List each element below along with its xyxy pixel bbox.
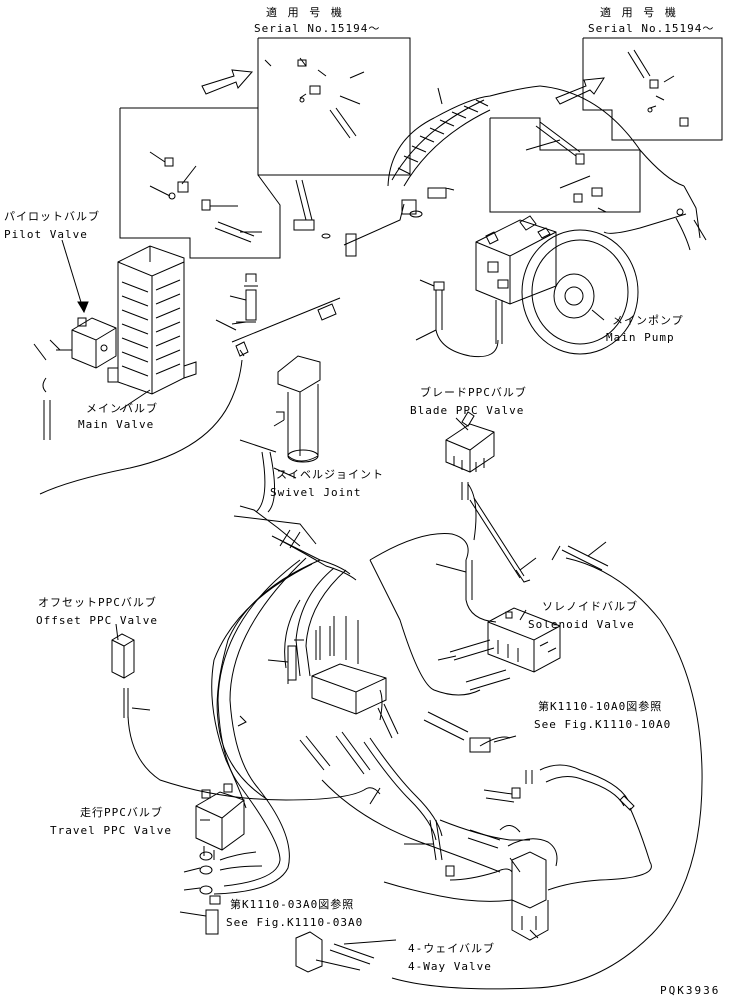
serial-left-jp-label: 適 用 号 機 — [266, 6, 344, 19]
four-way-en-label: 4-Way Valve — [408, 960, 492, 973]
blade-ppc-en-label: Blade PPC Valve — [410, 404, 525, 417]
pilot-valve-jp-label: パイロットバルブ — [4, 210, 100, 223]
four-way-jp-label: 4-ウェイバルブ — [408, 942, 496, 955]
offset-ppc-valve-body — [111, 633, 135, 718]
serial-left-en-label: Serial No.15194～ — [254, 22, 381, 35]
arrow-right — [555, 77, 605, 105]
ref-03a0-en-label: See Fig.K1110-03A0 — [226, 916, 364, 929]
serial-right-jp-label: 適 用 号 機 — [600, 6, 678, 19]
main-pump-en-label: Main Pump — [606, 331, 675, 344]
solenoid-valve-body — [487, 607, 561, 673]
pilot-valve-block — [56, 317, 117, 369]
travel-ppc-jp-label: 走行PPCバルブ — [80, 806, 163, 819]
center-manifold-block — [311, 616, 387, 715]
inset-pilot-fittings — [119, 107, 281, 259]
swivel-joint-en-label: Swivel Joint — [270, 486, 362, 499]
leader-lines — [61, 239, 607, 945]
main-pump-jp-label: メインポンプ — [612, 314, 684, 327]
main-valve-jp-label: メインバルブ — [86, 402, 158, 415]
blade-ppc-valve-body — [445, 411, 495, 473]
offset-ppc-jp-label: オフセットPPCバルブ — [38, 596, 157, 609]
serial-right-en-label: Serial No.15194～ — [588, 22, 715, 35]
solenoid-valve-jp-label: ソレノイドバルブ — [542, 600, 638, 613]
drawing-code: PQK3936 — [660, 984, 721, 997]
ref-03a0-jp-label: 第K1110-03A0図参照 — [230, 898, 355, 911]
serial-inset-right — [582, 37, 723, 141]
main-valve-body — [107, 245, 197, 395]
travel-ppc-en-label: Travel PPC Valve — [50, 824, 172, 837]
serial-inset-left — [257, 37, 411, 176]
pilot-valve-en-label: Pilot Valve — [4, 228, 88, 241]
offset-ppc-en-label: Offset PPC Valve — [36, 614, 158, 627]
swivel-joint-jp-label: スイベルジョイント — [276, 468, 384, 481]
hose-runs — [33, 85, 707, 990]
ref-10a0-en-label: See Fig.K1110-10A0 — [534, 718, 672, 731]
main-valve-en-label: Main Valve — [78, 418, 155, 431]
travel-ppc-valve-body — [195, 783, 245, 860]
ref-10a0-jp-label: 第K1110-10A0図参照 — [538, 700, 663, 713]
swivel-joint-body — [273, 355, 321, 463]
main-pump-assembly — [475, 215, 639, 355]
solenoid-valve-en-label: Solenoid Valve — [528, 618, 635, 631]
arrow-left — [201, 69, 254, 95]
inset-pump-fittings — [489, 117, 641, 213]
blade-ppc-jp-label: ブレードPPCバルブ — [420, 386, 527, 399]
